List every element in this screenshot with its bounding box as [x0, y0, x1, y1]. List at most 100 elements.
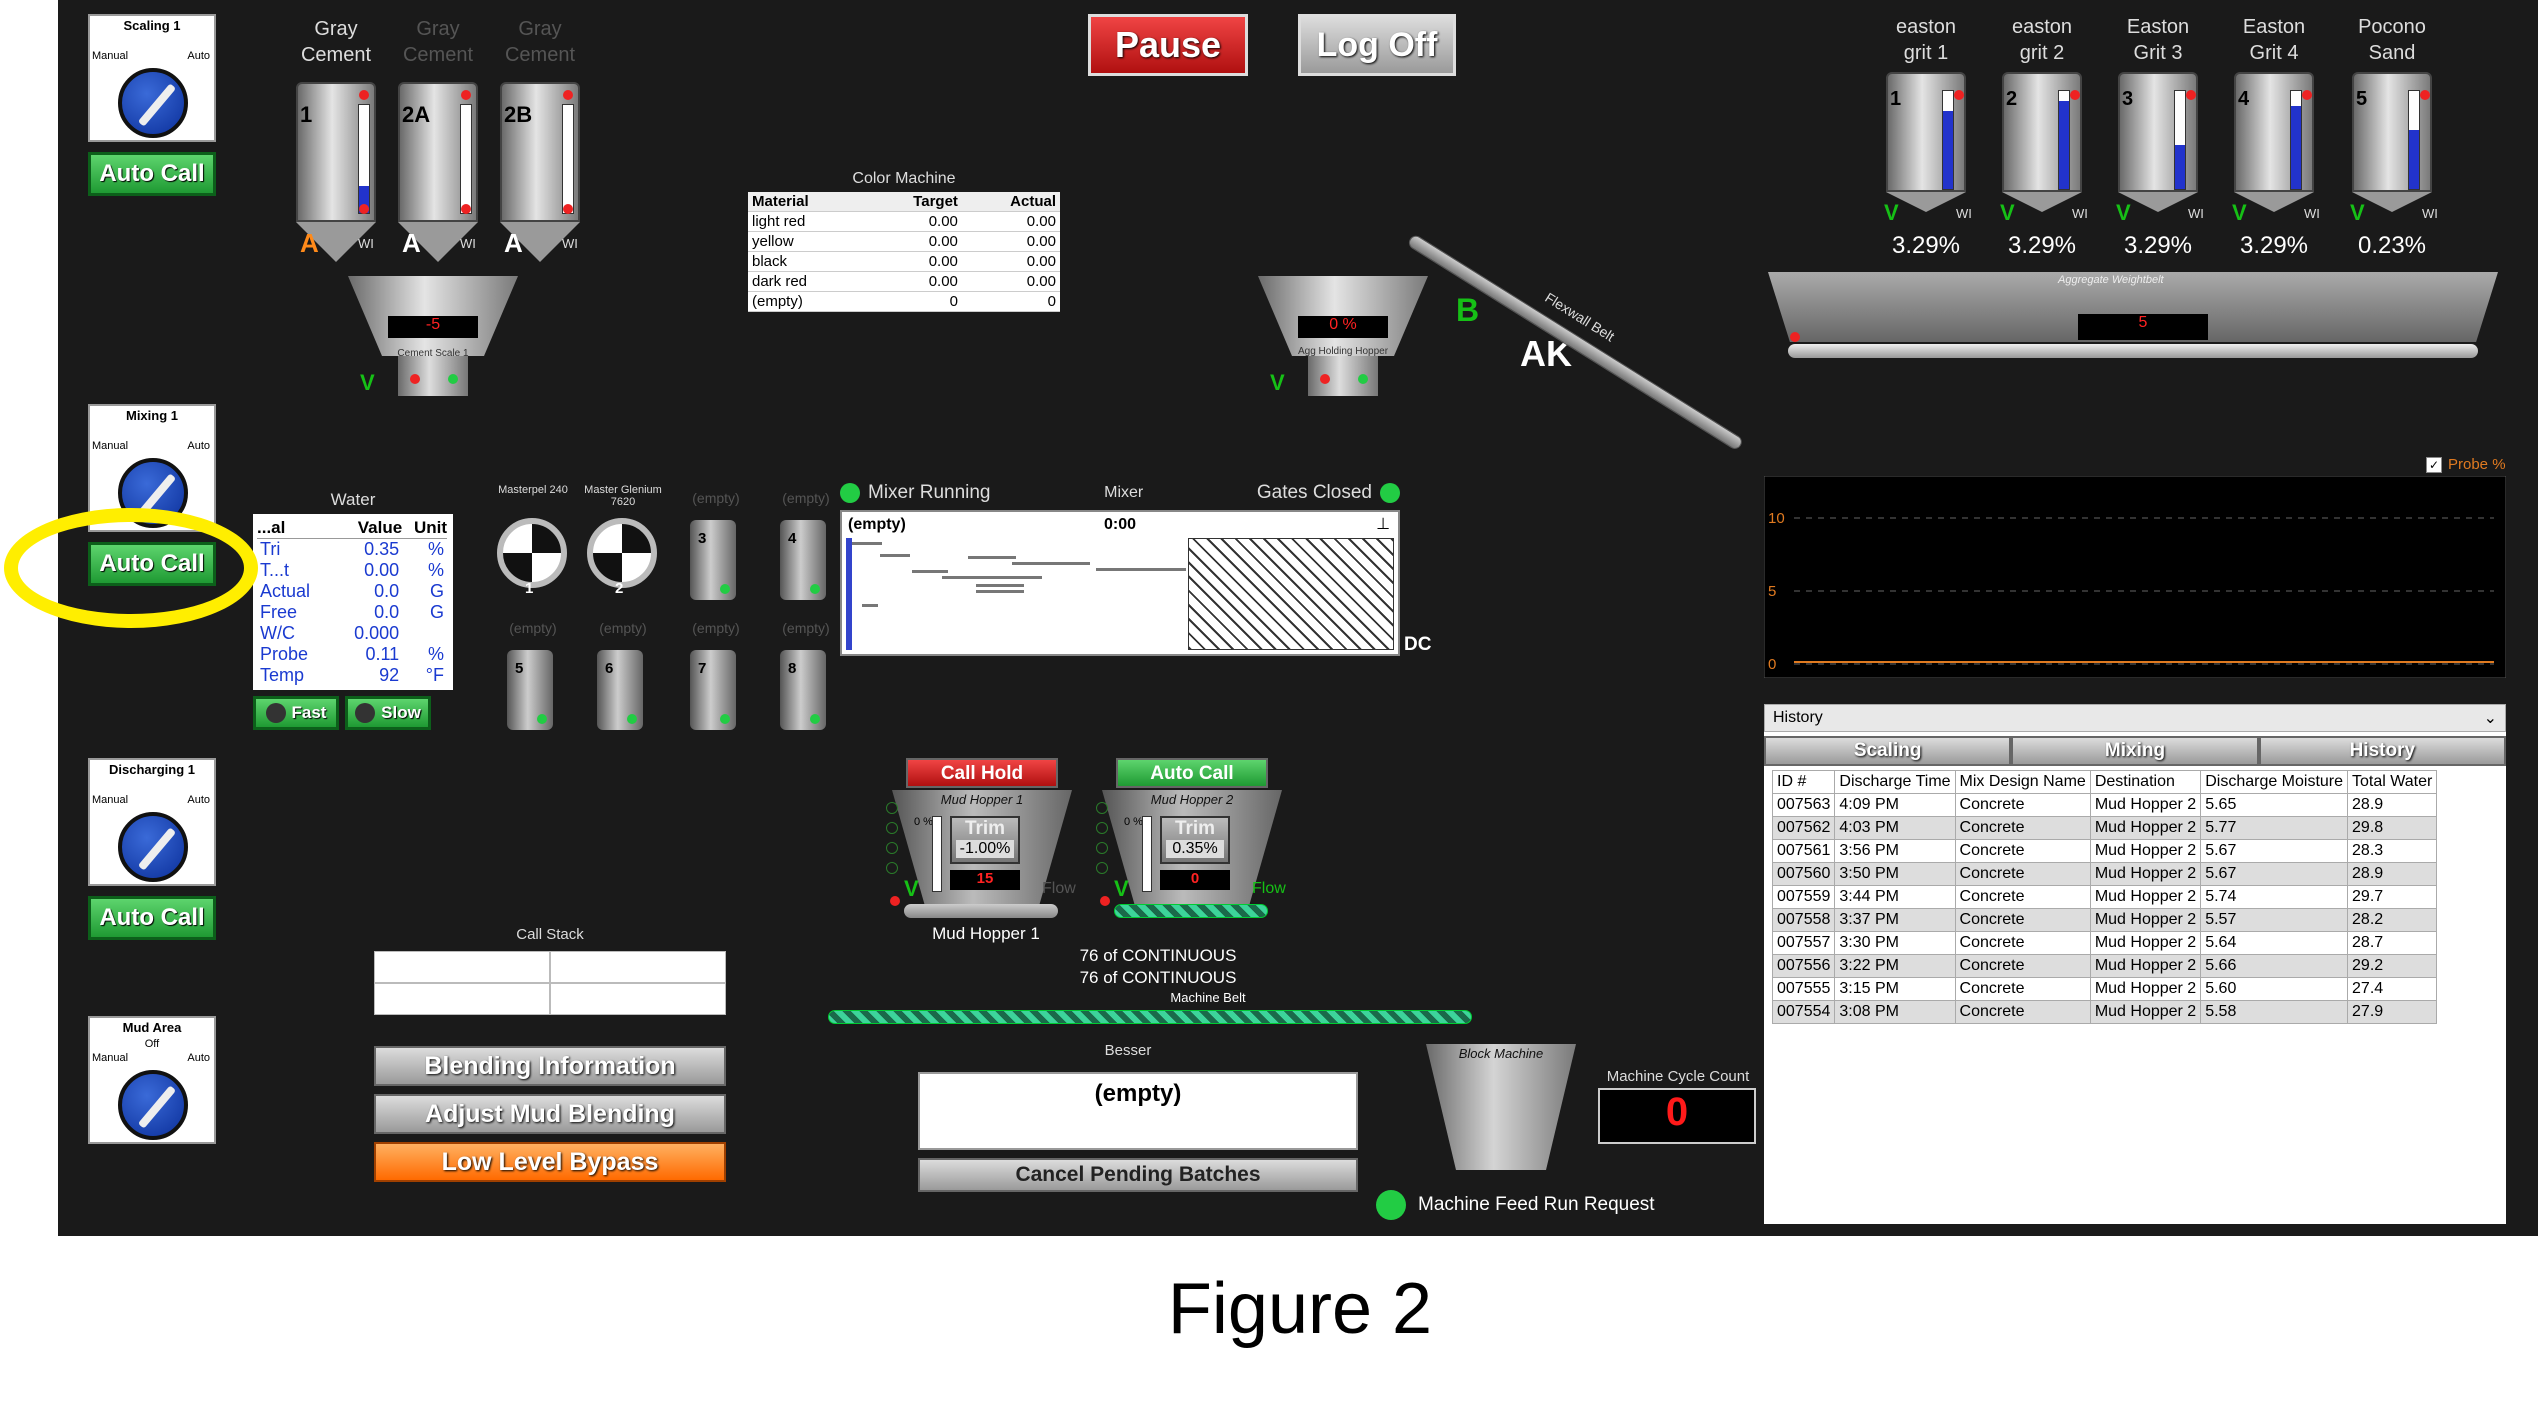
auto-call-mud-button[interactable]: Auto Call — [1116, 758, 1268, 788]
color-machine-cell: 0.00 — [865, 211, 962, 232]
auto-call-button-0[interactable]: Auto Call — [88, 152, 216, 196]
history-cell: Mud Hopper 2 — [2089, 931, 2202, 955]
admix-tank-4[interactable]: 5 — [507, 650, 553, 730]
mud-hopper-name: Mud Hopper 2 — [1150, 792, 1234, 807]
history-cell: 29.7 — [2347, 885, 2438, 909]
cancel-pending-batches-button[interactable]: Cancel Pending Batches — [918, 1158, 1358, 1192]
probe-checkbox[interactable]: ✓ — [2426, 456, 2442, 473]
agg-level-gauge — [2174, 90, 2186, 190]
admix-num: 7 — [698, 660, 707, 677]
history-header[interactable]: Discharge Moisture — [2200, 770, 2349, 794]
cement-silo-num: 2A — [402, 102, 431, 127]
mode-selector-knob[interactable] — [118, 68, 188, 138]
history-header[interactable]: Mix Design Name — [1954, 770, 2091, 794]
machine-cycle-label: Machine Cycle Count — [1606, 1068, 1750, 1085]
continuous-2: 76 of CONTINUOUS — [1079, 968, 1237, 987]
history-cell: 007563 — [1771, 793, 1836, 817]
mud-status-led — [1096, 842, 1108, 854]
admix-tank-6[interactable]: 7 — [690, 650, 736, 730]
history-header[interactable]: ID # — [1771, 770, 1836, 794]
color-machine-cell: 0.00 — [865, 271, 962, 292]
mud-hopper-pct: 0 % — [914, 816, 933, 828]
water-header: ...al — [257, 518, 333, 539]
agg-moisture-pct: 3.29% — [2123, 232, 2193, 259]
trim-box[interactable]: Trim-1.00% — [950, 816, 1020, 864]
water-slow-button[interactable]: Slow — [345, 696, 431, 730]
history-dropdown[interactable]: History ⌄ — [1764, 704, 2506, 732]
history-cell: 007554 — [1771, 1000, 1836, 1024]
history-cell: Concrete — [1954, 977, 2091, 1001]
mode-off-label: Off — [144, 1038, 160, 1050]
color-machine-cell: 0.00 — [961, 231, 1060, 252]
history-header[interactable]: Destination — [2089, 770, 2202, 794]
cement-silo-num: 1 — [300, 102, 313, 127]
blending-information-button[interactable]: Blending Information — [374, 1046, 726, 1086]
admix-tank-3[interactable]: 4 — [780, 520, 826, 600]
agg-v-indicator: V — [1884, 200, 1899, 225]
trim-value: 0.35% — [1166, 840, 1224, 858]
history-header[interactable]: Discharge Time — [1834, 770, 1956, 794]
mode-auto-label: Auto — [187, 794, 210, 806]
mud-level-gauge — [932, 816, 942, 892]
mud-hopper-readout: 15 — [950, 870, 1020, 890]
mode-selector-knob[interactable] — [118, 812, 188, 882]
admix-pump-icon[interactable] — [587, 518, 657, 588]
besser-panel: (empty) — [918, 1072, 1358, 1150]
agg-moisture-pct: 0.23% — [2357, 232, 2427, 259]
mode-manual-label: Manual — [92, 1052, 129, 1064]
water-cell: 0.0 — [374, 602, 400, 622]
low-level-bypass-button[interactable]: Low Level Bypass — [374, 1142, 726, 1182]
color-machine-cell: (empty) — [748, 291, 866, 312]
water-fast-button[interactable]: Fast — [253, 696, 339, 730]
adjust-mud-blending-button[interactable]: Adjust Mud Blending — [374, 1094, 726, 1134]
cement-silo-wi: WI — [460, 236, 476, 251]
history-cell: 3:56 PM — [1834, 839, 1956, 863]
pause-button[interactable]: Pause — [1088, 14, 1248, 76]
admix-num: 3 — [698, 530, 707, 547]
water-cell: 0.000 — [354, 623, 400, 643]
logoff-button[interactable]: Log Off — [1298, 14, 1456, 76]
agg-wi: WI — [2422, 206, 2438, 221]
history-tab-history[interactable]: History — [2258, 736, 2506, 766]
admix-pump-icon[interactable] — [497, 518, 567, 588]
agg-silo-num: 3 — [2122, 88, 2134, 110]
auto-call-button-2[interactable]: Auto Call — [88, 896, 216, 940]
agg-wi: WI — [1956, 206, 1972, 221]
pin-icon[interactable]: ⊥ — [1376, 516, 1390, 533]
history-tab-scaling[interactable]: Scaling — [1764, 736, 2012, 766]
history-tab-mixing[interactable]: Mixing — [2011, 736, 2259, 766]
probe-legend[interactable]: ✓ Probe % — [2426, 456, 2506, 473]
history-cell: 4:09 PM — [1834, 793, 1956, 817]
admix-tank-5[interactable]: 6 — [597, 650, 643, 730]
water-cell: % — [427, 539, 444, 559]
agg-level-gauge — [2408, 90, 2420, 190]
admix-tank-7[interactable]: 8 — [780, 650, 826, 730]
call-hold-button[interactable]: Call Hold — [906, 758, 1058, 788]
admix-tank-2[interactable]: 3 — [690, 520, 736, 600]
admix-label: Master Glenium 7620 — [584, 484, 662, 508]
history-cell: 3:08 PM — [1834, 1000, 1956, 1024]
silo-cone — [1886, 192, 1966, 212]
flexwall-belt-label: Flexwall Belt — [1542, 289, 1618, 345]
agg-label1: Easton — [2126, 16, 2190, 38]
mode-selector-knob[interactable] — [118, 1070, 188, 1140]
mixer-panel: Mixer Running Mixer Gates Closed (empty)… — [840, 482, 1431, 656]
history-header[interactable]: Total Water — [2347, 770, 2438, 794]
hmi-screen: Pause Log Off -5 Cement Scale 1 V Color … — [58, 0, 2538, 1236]
history-cell: 28.3 — [2347, 839, 2438, 863]
